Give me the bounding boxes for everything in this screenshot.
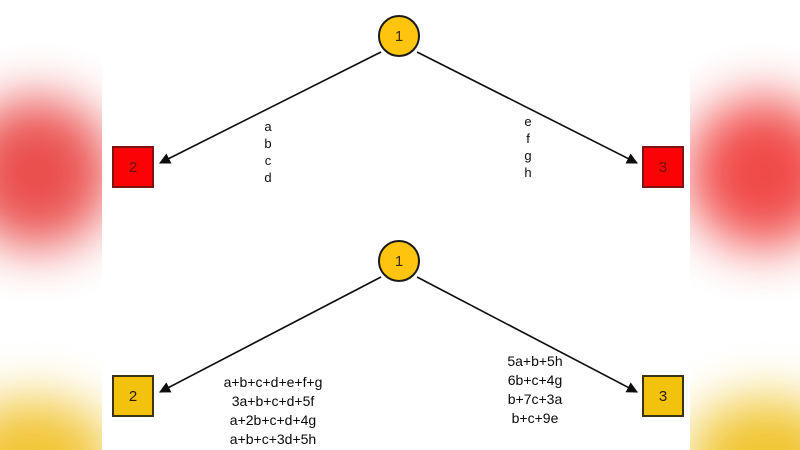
bottom-node-left[interactable]: 2 [112,375,154,417]
content-plate [102,0,690,450]
bottom-node-left-label: 2 [128,387,138,405]
top-node-root[interactable]: 1 [378,15,420,57]
bottom-edge-1-3-label-0: 5a+b+5h [507,353,563,369]
bottom-edge-1-2-label-3: a+b+c+3d+5h [229,431,317,447]
bottom-edge-1-2-label-0: a+b+c+d+e+f+g [223,374,323,390]
edge-top-1-2 [158,51,382,164]
top-edge-1-2-label-1: b [264,136,272,151]
bottom-node-root-label: 1 [394,252,404,270]
edge-top-1-3 [416,51,638,164]
top-node-left-label: 2 [128,158,138,176]
bottom-edge-1-3-label-2: b+7c+3a [507,391,563,407]
bottom-edge-1-2-label-1: 3a+b+c+d+5f [231,393,315,409]
bottom-edge-1-2-labels: a+b+c+d+e+f+g 3a+b+c+d+5f a+2b+c+d+4g a+… [178,373,368,449]
edge-bottom-1-2 [159,276,382,393]
top-node-right[interactable]: 3 [642,146,684,188]
bottom-edge-1-3-label-3: b+c+9e [511,410,559,426]
bottom-node-right[interactable]: 3 [642,375,684,417]
top-edge-1-3-labels: e f g h [508,113,548,181]
bottom-node-right-label: 3 [658,387,668,405]
bottom-edge-1-2-label-2: a+2b+c+d+4g [229,412,317,428]
bottom-edge-1-3-labels: 5a+b+5h 6b+c+4g b+7c+3a b+c+9e [470,352,600,428]
top-node-right-label: 3 [658,158,668,176]
top-node-root-label: 1 [394,27,404,45]
top-edge-1-3-label-0: e [524,114,532,129]
top-node-left[interactable]: 2 [112,146,154,188]
top-edge-1-3-label-2: g [524,148,532,163]
top-edge-1-2-labels: a b c d [248,118,288,186]
top-edge-1-2-label-0: a [264,119,272,134]
top-edge-1-3-label-1: f [526,131,530,146]
top-edge-1-2-label-2: c [264,153,272,168]
top-edge-1-3-label-3: h [524,165,532,180]
bottom-node-root[interactable]: 1 [378,240,420,282]
bottom-edge-1-3-label-1: 6b+c+4g [507,372,563,388]
top-edge-1-2-label-3: d [264,170,272,185]
edge-bottom-1-3 [416,276,638,393]
